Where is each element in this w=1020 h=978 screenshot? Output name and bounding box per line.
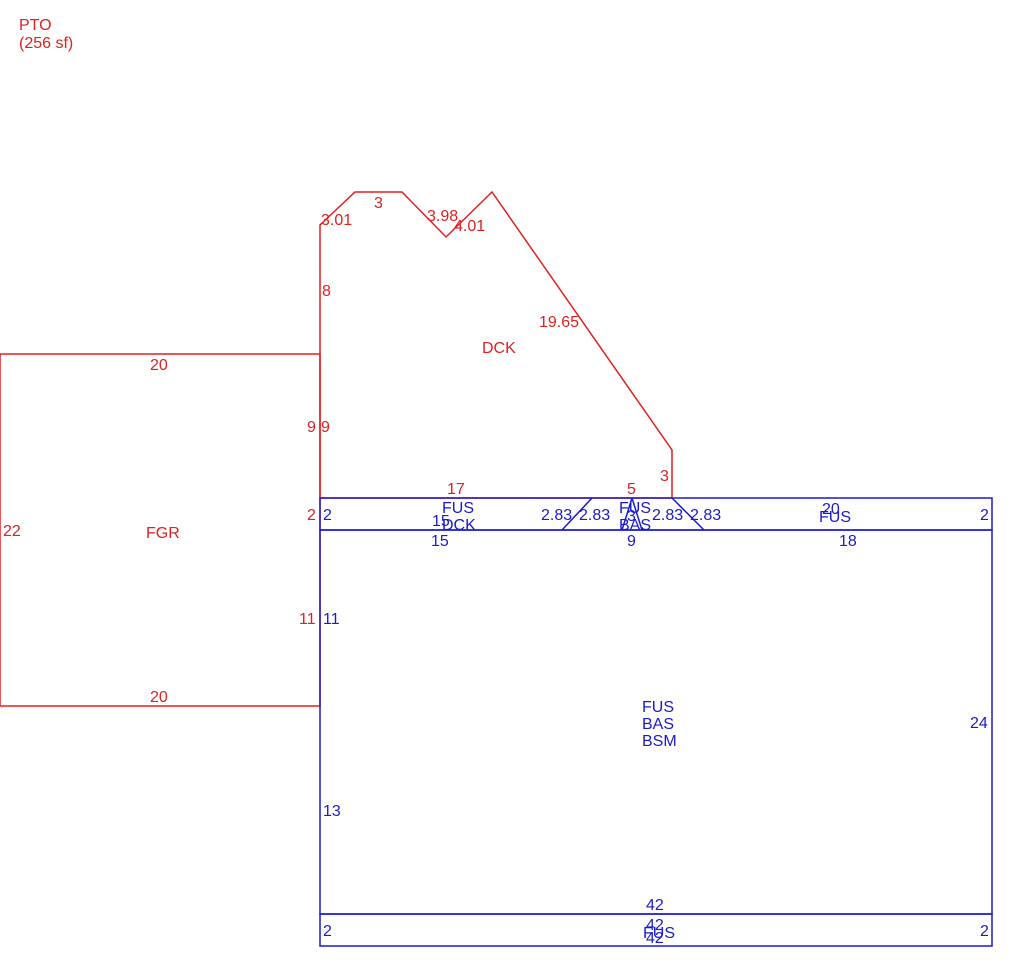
dim-bottom-bottom: 42 xyxy=(646,930,664,947)
bottom-strip-outline xyxy=(319,913,993,947)
dim-porch-diag-1: 2.83 xyxy=(541,507,572,524)
area-porch-left-2: DCK xyxy=(442,517,476,534)
dim-dck-bottom-right: 5 xyxy=(627,481,636,498)
dim-fgr-right-c: 11 xyxy=(299,611,316,628)
dim-porch-top-right: 20 xyxy=(822,501,840,518)
area-porch-right: FUS xyxy=(819,509,851,526)
dim-main-left-lower: 13 xyxy=(323,803,341,820)
dim-fgr-left: 22 xyxy=(3,523,21,540)
porch-diag-mid-right xyxy=(631,497,643,531)
dim-bottom-top: 42 xyxy=(646,917,664,934)
dim-fgr-bottom: 20 xyxy=(150,689,168,706)
dim-dck-left-lower: 9 xyxy=(321,419,330,436)
dim-dck-left-diag: 3.01 xyxy=(321,212,352,229)
pto-area: (256 sf) xyxy=(19,35,74,52)
area-dck: DCK xyxy=(482,340,516,357)
dim-dck-top: 3 xyxy=(374,195,383,212)
area-bottom: FUS xyxy=(643,925,675,942)
area-main-2: BAS xyxy=(642,716,674,733)
dim-porch-diag-3: 2.83 xyxy=(652,507,683,524)
dim-dck-long-diag: 19.65 xyxy=(539,314,579,331)
dim-dck-notch-right: 4.01 xyxy=(454,218,485,235)
dim-porch-left-side: 2 xyxy=(323,507,332,524)
dim-bottom-left: 2 xyxy=(323,923,332,940)
area-main-3: BSM xyxy=(642,733,677,750)
dim-porch-bottom-right: 18 xyxy=(839,533,857,550)
dim-porch-bottom-left: 15 xyxy=(431,533,449,550)
area-porch-left-1: FUS xyxy=(442,500,474,517)
dim-dck-bottom-left: 17 xyxy=(447,481,465,498)
area-porch-mid-1: FUS xyxy=(619,500,651,517)
dck-outline xyxy=(319,190,673,499)
porch-diag-right xyxy=(671,497,705,531)
dim-fgr-right-b: 2 xyxy=(307,507,316,524)
area-fgr: FGR xyxy=(146,525,180,542)
pto-code: PTO xyxy=(19,17,52,34)
dim-dck-left-upper: 8 xyxy=(322,283,331,300)
dim-fgr-right-a: 9 xyxy=(307,419,316,436)
porch-diag-mid-left xyxy=(621,497,633,531)
dim-porch-mid-top: 3 xyxy=(627,508,636,525)
porch-diag-left xyxy=(561,497,593,531)
dim-porch-diag-2: 2.83 xyxy=(579,507,610,524)
dim-dck-right: 3 xyxy=(660,468,669,485)
dim-bottom-right: 2 xyxy=(980,923,989,940)
dim-fgr-top: 20 xyxy=(150,357,168,374)
dim-porch-mid-bottom: 9 xyxy=(627,533,636,550)
area-main-1: FUS xyxy=(642,699,674,716)
pto-legend: PTO (256 sf) xyxy=(19,17,73,53)
dim-porch-top-left: 15 xyxy=(432,513,450,530)
dim-main-bottom: 42 xyxy=(646,897,664,914)
dim-main-right: 24 xyxy=(970,715,988,732)
area-porch-mid-2: BAS xyxy=(619,517,651,534)
dim-dck-notch-left: 3.98 xyxy=(427,208,458,225)
dim-porch-diag-4: 2.83 xyxy=(690,507,721,524)
dim-main-left-upper: 11 xyxy=(323,611,340,628)
dim-porch-right-side: 2 xyxy=(980,507,989,524)
